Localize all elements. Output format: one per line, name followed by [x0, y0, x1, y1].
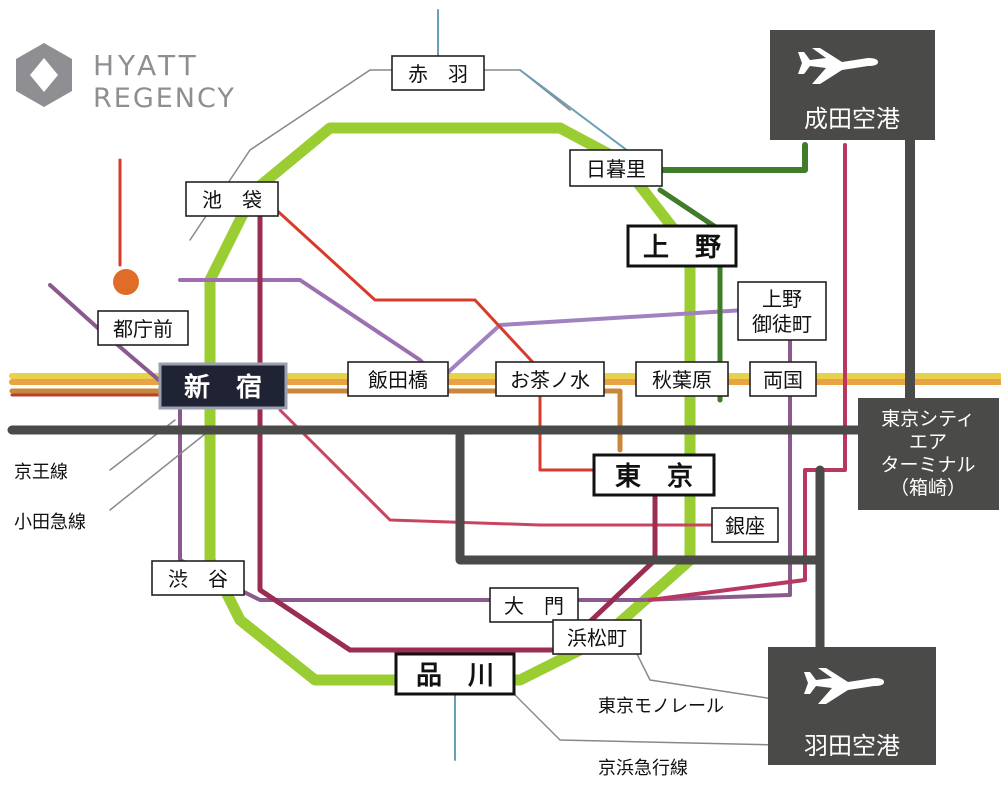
odakyu-connector: [109, 429, 211, 511]
station-shinjuku[interactable]: 新 宿: [158, 362, 288, 410]
station-label: 新 宿: [184, 372, 262, 403]
station-ryogoku[interactable]: 両国: [749, 361, 817, 397]
station-label: 飯田橋: [368, 368, 428, 392]
terminal-line2: エア: [909, 431, 947, 453]
station-tochomae[interactable]: 都庁前: [97, 310, 189, 346]
station-label: 日暮里: [586, 157, 646, 181]
station-tokyo[interactable]: 東 京: [592, 453, 716, 497]
station-ginza[interactable]: 銀座: [711, 507, 779, 543]
station-label: 池 袋: [202, 188, 262, 212]
station-label: 東 京: [615, 461, 693, 492]
rail-lines: [7, 9, 1001, 761]
station-shinagawa[interactable]: 品 川: [394, 652, 516, 696]
line-label-odakyu: 小田急線: [14, 512, 86, 533]
station-label: 浜松町: [567, 626, 627, 650]
terminal-line3: ターミナル: [880, 454, 975, 476]
station-nippori[interactable]: 日暮里: [569, 149, 663, 187]
station-label: 都庁前: [113, 317, 173, 341]
station-label: お茶ノ水: [510, 368, 590, 392]
station-label: 上 野: [643, 233, 721, 263]
hyatt-mark-icon: [16, 43, 72, 107]
station-label: 大 門: [504, 594, 564, 618]
station-label: 品 川: [416, 661, 494, 691]
station-label: 渋 谷: [168, 567, 228, 591]
monorail-line: [629, 639, 781, 701]
station-hamamatsucho[interactable]: 浜松町: [552, 619, 642, 655]
airport-label: 羽田空港: [804, 732, 900, 760]
station-ueno[interactable]: 上 野: [626, 224, 738, 268]
line-label-keikyu: 京浜急行線: [598, 758, 688, 779]
chuo-sobu-band-dark: [9, 388, 623, 453]
station-shibuya[interactable]: 渋 谷: [151, 560, 245, 596]
yamanote-line: [204, 122, 696, 686]
airport-narita[interactable]: 成田空港: [770, 30, 935, 140]
station-ueno-okachimachi[interactable]: 上野 御徒町: [737, 281, 827, 341]
airplane-icon: [798, 48, 878, 84]
brand-line2: REGENCY: [93, 83, 236, 114]
marunouchi-line-2: [258, 193, 602, 472]
keikyu-line: [499, 679, 781, 746]
station-label: 秋葉原: [652, 368, 712, 392]
brand-line1: HYATT: [93, 49, 200, 82]
station-akabane[interactable]: 赤 羽: [391, 55, 485, 91]
airplane-icon: [804, 668, 884, 704]
station-iidabashi[interactable]: 飯田橋: [347, 361, 449, 397]
terminal-line1: 東京シティ: [881, 408, 975, 430]
airport-haneda[interactable]: 羽田空港: [768, 647, 936, 765]
station-ochanomizu[interactable]: お茶ノ水: [495, 361, 605, 397]
station-label-line2: 御徒町: [752, 312, 812, 336]
station-ikebukuro[interactable]: 池 袋: [185, 181, 279, 217]
thin-line-3: [519, 69, 641, 161]
station-label: 両国: [763, 368, 803, 392]
station-label: 赤 羽: [408, 62, 468, 86]
station-label: 銀座: [725, 514, 765, 538]
crimson-line-2: [648, 143, 847, 602]
purple-line-1: [48, 283, 792, 602]
station-akihabara[interactable]: 秋葉原: [635, 361, 729, 397]
line-label-monorail: 東京モノレール: [598, 696, 724, 717]
airport-label: 成田空港: [804, 105, 900, 133]
crimson-line: [257, 207, 658, 653]
station-daimon[interactable]: 大 門: [489, 587, 579, 623]
line-label-keio: 京王線: [14, 462, 68, 483]
tokyo-city-air-terminal[interactable]: 東京シティ エア ターミナル （箱崎）: [858, 398, 999, 510]
hyatt-regency-logo: HYATT REGENCY: [16, 43, 236, 114]
terminal-line4: （箱崎）: [890, 477, 966, 499]
station-label-line1: 上野: [762, 287, 802, 311]
marunouchi-line-3: [278, 408, 722, 527]
keisei-line: [657, 142, 808, 173]
hotel-location-marker: [113, 269, 139, 295]
